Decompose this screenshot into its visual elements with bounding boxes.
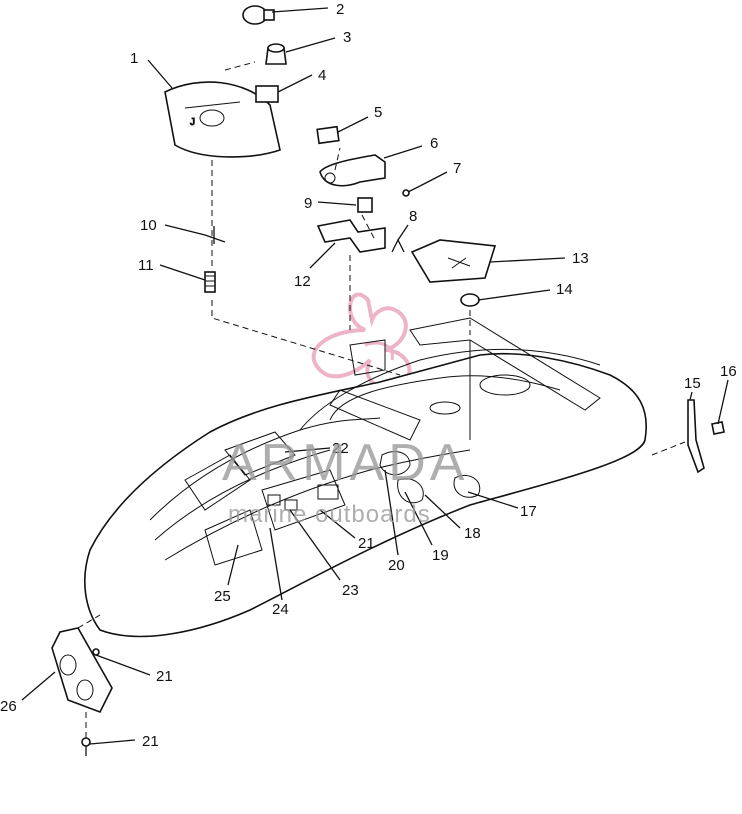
callout-14: 14 [556,281,573,298]
part-21-screw-lower [81,737,91,756]
callout-11: 11 [138,257,154,274]
part-13-cover-plate [410,239,497,283]
callout-3: 3 [343,29,351,46]
callout-13: 13 [572,250,589,267]
callout-21-bracket: 21 [156,668,173,685]
callout-26: 26 [0,698,17,715]
watermark-text: ARMADA marine outboards [222,434,468,528]
part-11-spring [204,271,216,293]
part-1-headlight-cover: J [164,81,281,158]
callout-24: 24 [272,601,289,618]
callout-4: 4 [318,67,326,84]
callout-labels: 1 2 3 4 5 6 7 8 9 10 11 12 13 14 15 16 1… [0,1,737,750]
part-12-mount-bracket [316,219,386,253]
part-26-tail-bracket [51,627,113,714]
callout-1: 1 [130,50,138,67]
callout-7: 7 [453,160,461,177]
watermark-brand: ARMADA [222,434,468,492]
hood-body-shell [84,317,647,638]
callout-15: 15 [684,375,701,392]
callout-12: 12 [294,273,311,290]
callout-2: 2 [336,1,344,18]
callout-9: 9 [304,195,312,212]
part-6-bracket [319,154,386,187]
callout-5: 5 [374,104,382,121]
callout-22: 22 [332,440,349,457]
part-15-latch [687,399,705,474]
part-8-clip [391,238,405,253]
callout-21-bottom: 21 [142,733,159,750]
callout-21-center: 21 [358,535,375,552]
part-3-socket [265,43,287,65]
callout-25: 25 [214,588,231,605]
part-7-screw [402,185,421,197]
callout-17: 17 [520,503,537,520]
callout-10: 10 [140,217,157,234]
callout-18: 18 [464,525,481,542]
part-2-bulb [242,5,275,25]
watermark-tagline: marine outboards [228,501,431,528]
part-14-grommet [460,293,480,307]
part-5-pad [316,125,340,145]
assembly-guide-lines [77,61,686,738]
callout-23: 23 [342,582,359,599]
callout-19: 19 [432,547,449,564]
callout-16: 16 [720,363,737,380]
callout-8: 8 [409,208,417,225]
callout-20: 20 [388,557,405,574]
leader-lines [21,7,729,745]
svg-text:J: J [190,117,195,128]
part-9-nut [357,197,373,213]
part-4-connector [255,85,279,103]
callout-6: 6 [430,135,438,152]
part-10-pin [204,226,226,244]
